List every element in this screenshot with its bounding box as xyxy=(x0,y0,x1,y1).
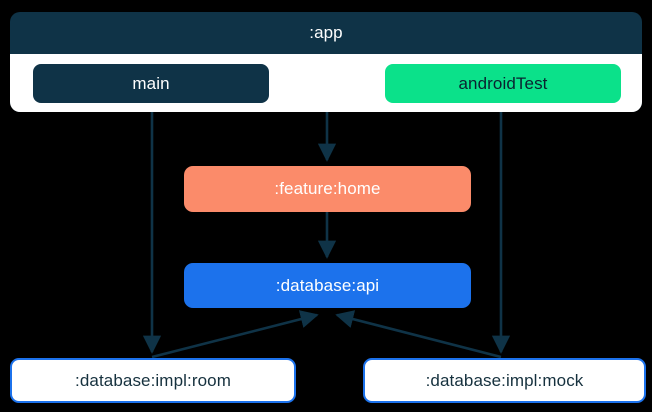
node-database-impl-room[interactable]: :database:impl:room xyxy=(10,358,296,403)
node-database-impl-mock[interactable]: :database:impl:mock xyxy=(363,358,646,403)
node-main[interactable]: main xyxy=(33,64,269,103)
edge-database-impl-mock-to-database-api xyxy=(335,310,502,359)
node-database-api-label: :database:api xyxy=(275,275,380,295)
node-main-label: main xyxy=(132,73,170,93)
node-feature-home-label: :feature:home xyxy=(274,179,381,198)
node-database-impl-room-label: :database:impl:room xyxy=(75,370,231,390)
node-app[interactable]: :app main androidTest xyxy=(10,12,642,112)
node-database-impl-mock-label: :database:impl:mock xyxy=(425,370,584,390)
node-feature-home[interactable]: :feature:home xyxy=(184,166,471,212)
app-source-sets: main androidTest xyxy=(10,54,642,112)
node-database-api[interactable]: :database:api xyxy=(184,263,471,308)
node-app-label: :app xyxy=(309,23,343,42)
edge-database-impl-room-to-database-api xyxy=(151,310,319,359)
node-androidtest[interactable]: androidTest xyxy=(385,64,621,103)
node-androidtest-label: androidTest xyxy=(458,73,548,93)
